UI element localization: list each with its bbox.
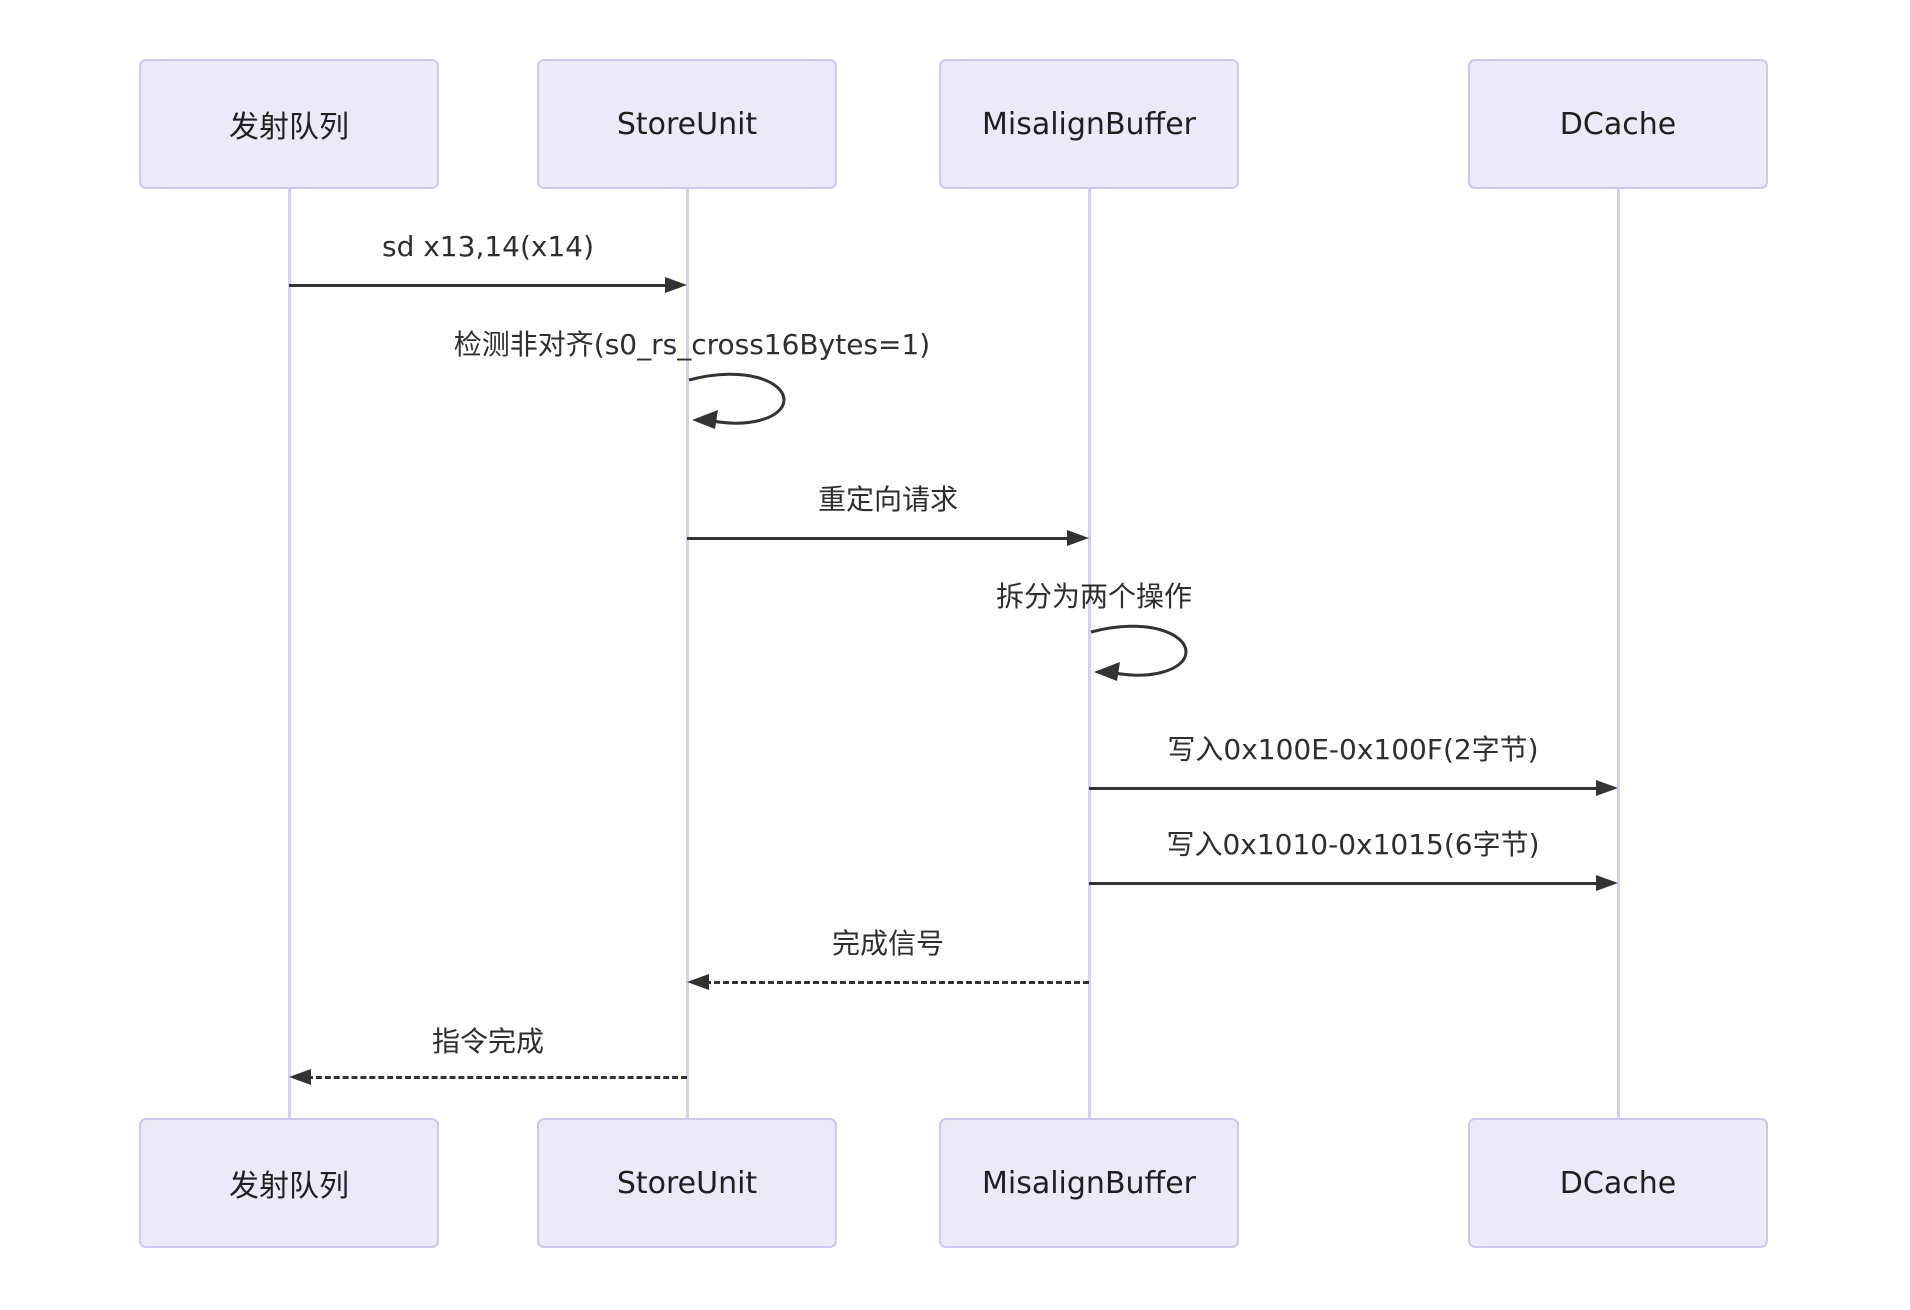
message-1-arrow [289,284,669,287]
actor-bottom-storeunit: StoreUnit [537,1118,837,1248]
message-3-arrow [687,537,1071,540]
message-7-label: 完成信号 [831,927,945,960]
actor-top-storeunit: StoreUnit [537,59,837,189]
message-8-arrow [307,1076,687,1079]
self-loop-icon [1090,624,1188,681]
lifeline-storeunit [686,189,689,1118]
actor-label: DCache [1559,106,1677,142]
actor-label: StoreUnit [616,106,758,142]
message-7-arrow [705,981,1089,984]
lifeline-issue-queue [288,189,291,1118]
message-4-label: 拆分为两个操作 [995,580,1193,613]
message-5-label: 写入0x100E-0x100F(2字节) [1167,733,1539,766]
message-6-label: 写入0x1010-0x1015(6字节) [1166,828,1540,861]
actor-label: 发射队列 [229,110,349,145]
message-3-label: 重定向请求 [817,483,959,516]
actor-bottom-dcache: DCache [1468,1118,1768,1248]
lifeline-misalignbuffer [1088,189,1091,1118]
actor-bottom-misalignbuffer: MisalignBuffer [939,1118,1239,1248]
arrowhead-right-icon [1067,530,1089,546]
lifeline-dcache [1617,189,1620,1118]
message-5-arrow [1089,787,1600,790]
actor-label: MisalignBuffer [981,1165,1196,1201]
message-6-arrow [1089,882,1600,885]
actor-label: StoreUnit [616,1165,758,1201]
actor-top-issue-queue: 发射队列 [139,59,439,189]
message-1-label: sd x13,14(x14) [381,230,595,263]
arrowhead-left-icon [687,974,709,990]
actor-top-dcache: DCache [1468,59,1768,189]
self-loop-icon [688,372,786,429]
actor-bottom-issue-queue: 发射队列 [139,1118,439,1248]
arrowhead-right-icon [665,277,687,293]
message-8-label: 指令完成 [431,1025,545,1058]
arrowhead-right-icon [1596,875,1618,891]
arrowhead-right-icon [1596,780,1618,796]
actor-top-misalignbuffer: MisalignBuffer [939,59,1239,189]
actor-label: MisalignBuffer [981,106,1196,142]
actor-label: 发射队列 [229,1169,349,1204]
message-2-label: 检测非对齐(s0_rs_cross16Bytes=1) [453,328,931,361]
arrowhead-left-icon [289,1069,311,1085]
actor-label: DCache [1559,1165,1677,1201]
